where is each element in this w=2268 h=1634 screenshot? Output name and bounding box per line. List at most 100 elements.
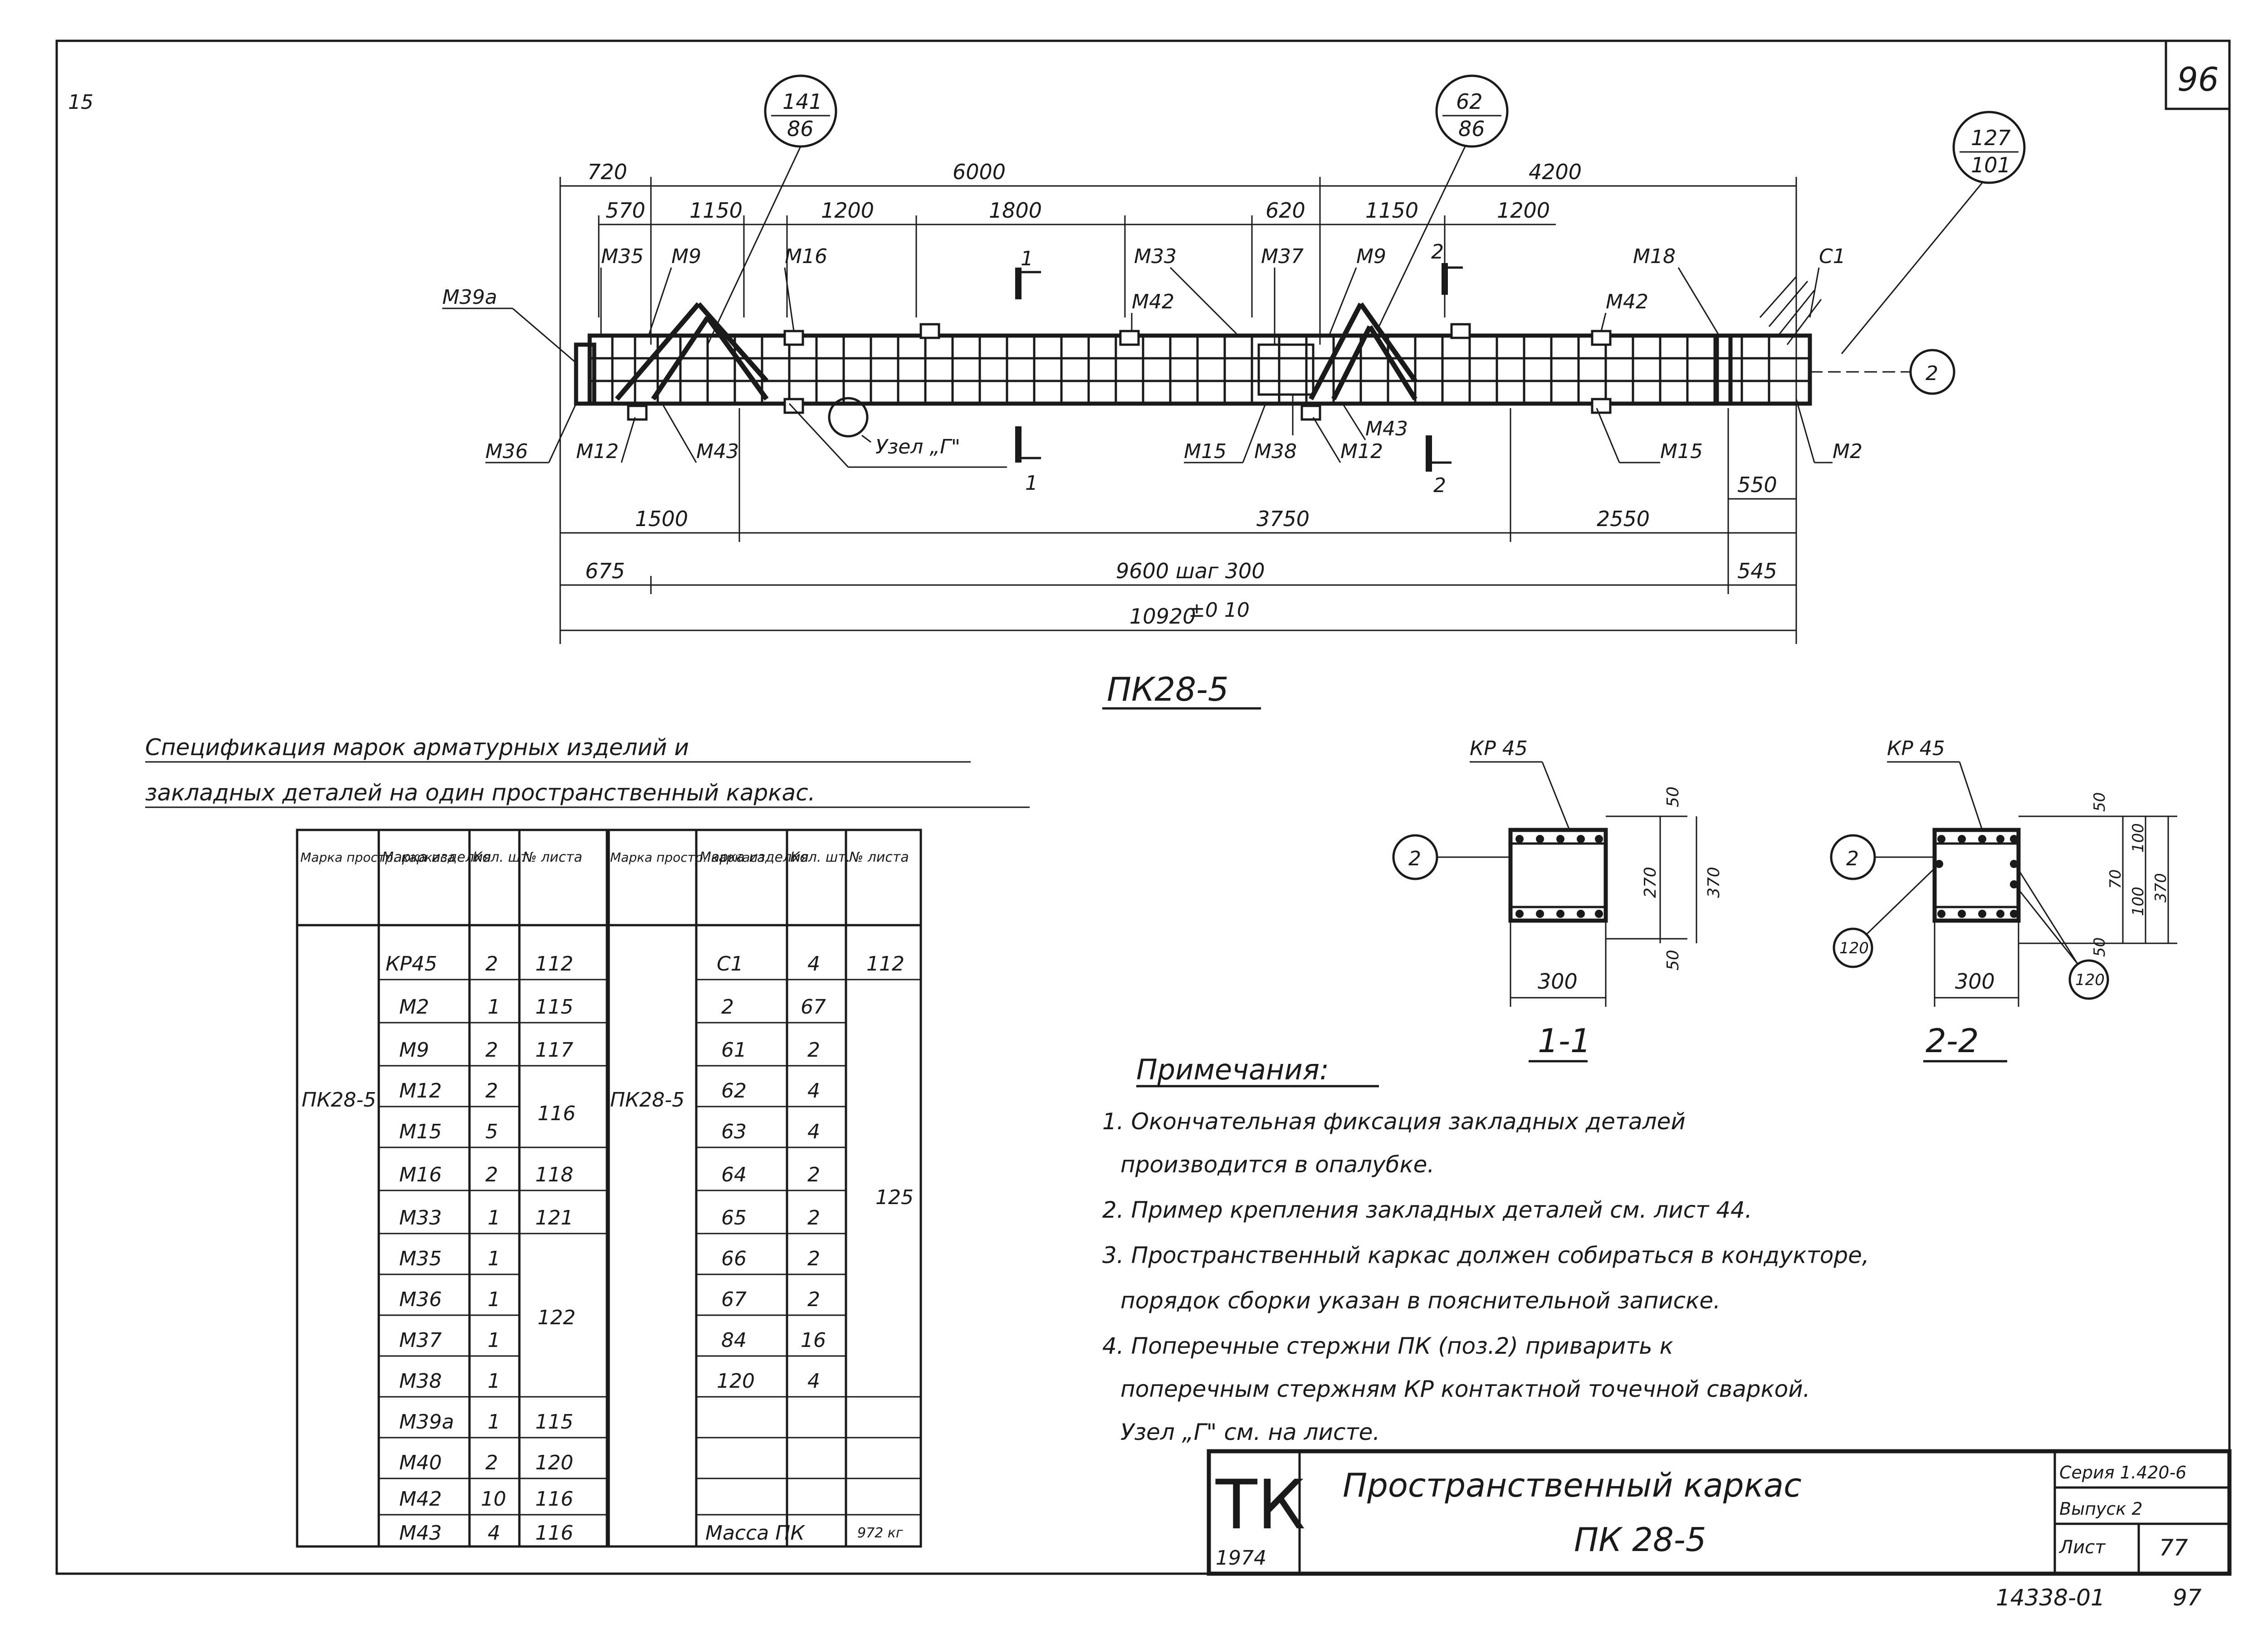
svg-text:М16: М16 bbox=[399, 1163, 442, 1186]
ref-circle bbox=[1909, 349, 1955, 395]
section-mark: 1 1 bbox=[1015, 247, 1041, 495]
plan-view: 720 6000 4200 570 1150 1200 1800 620 115… bbox=[442, 74, 2026, 710]
dim-text: 620 bbox=[1266, 198, 1305, 223]
svg-text:101: 101 bbox=[1971, 153, 2011, 177]
note-line: 1. Окончательная фиксация закладных дета… bbox=[1102, 1108, 1686, 1135]
part-label: М15 bbox=[1184, 440, 1227, 463]
dim-text: 1200 bbox=[821, 198, 874, 223]
end-plate-left bbox=[574, 342, 596, 406]
note-line: 3. Пространственный каркас должен собира… bbox=[1102, 1242, 1869, 1268]
svg-text:50: 50 bbox=[1664, 786, 1682, 807]
section-width: 300 bbox=[1538, 969, 1578, 994]
svg-text:2: 2 bbox=[1433, 474, 1446, 497]
svg-text:1: 1 bbox=[488, 995, 500, 1019]
svg-text:118: 118 bbox=[535, 1163, 573, 1186]
svg-text:2: 2 bbox=[807, 1247, 820, 1270]
callout-circle: 62 86 bbox=[1378, 74, 1509, 327]
dim-text: 4200 bbox=[1529, 160, 1582, 184]
embedded-parts bbox=[627, 323, 1612, 421]
note-line: производится в опалубке. bbox=[1120, 1151, 1434, 1178]
svg-text:62: 62 bbox=[721, 1079, 747, 1102]
page-number-box bbox=[2165, 39, 2231, 110]
note-line: 4. Поперечные стержни ПК (поз.2) привари… bbox=[1102, 1333, 1673, 1359]
svg-text:1: 1 bbox=[488, 1329, 500, 1352]
spec-table: Спецификация марок арматурных изделий и … bbox=[145, 734, 1030, 1548]
diagonal-bars bbox=[615, 302, 1418, 401]
dim-text: 550 bbox=[1737, 473, 1777, 497]
note-line: поперечным стержням КР контактной точечн… bbox=[1120, 1376, 1810, 1402]
title-block: ТК 1974 Пространственный каркас ПК 28-5 … bbox=[1207, 1449, 2232, 1576]
page-number: 96 bbox=[2177, 60, 2219, 98]
svg-text:2: 2 bbox=[485, 1039, 498, 1062]
svg-text:Кол. шт.: Кол. шт. bbox=[473, 849, 533, 865]
svg-text:Марка простр. каркаса: Марка простр. каркаса bbox=[610, 850, 765, 865]
spec-right-rows: С1 4 112 2 67 61 2 62 4 63 4 64 2 65 2 6… bbox=[696, 952, 921, 1545]
section-ref-circle-number: 120 bbox=[1839, 939, 1869, 957]
svg-text:65: 65 bbox=[721, 1206, 747, 1229]
svg-text:127: 127 bbox=[1971, 126, 2011, 150]
section-2-2: КР 45 2 120 120 50 100 70 100 50 3 bbox=[1830, 737, 2177, 1063]
end-hatching bbox=[1759, 276, 1822, 345]
svg-text:Кол. шт.: Кол. шт. bbox=[790, 849, 850, 865]
svg-text:М43: М43 bbox=[399, 1522, 442, 1545]
stamp-title2: ПК 28-5 bbox=[1574, 1521, 1706, 1559]
stamp-sheet-label: Лист bbox=[2058, 1537, 2106, 1558]
svg-text:50: 50 bbox=[1664, 950, 1682, 971]
frame-mark-right: ПК28-5 bbox=[610, 1088, 684, 1112]
end-plate-right bbox=[1715, 333, 1733, 406]
svg-text:М15: М15 bbox=[399, 1120, 442, 1143]
section-ref-circle-number: 2 bbox=[1408, 847, 1421, 870]
part-label: М39а bbox=[442, 286, 497, 309]
svg-text:370: 370 bbox=[2152, 873, 2170, 902]
svg-text:117: 117 bbox=[535, 1039, 573, 1062]
part-label: М18 bbox=[1633, 245, 1676, 268]
svg-text:116: 116 bbox=[538, 1102, 576, 1125]
part-label: М37 bbox=[1261, 245, 1304, 268]
spec-mass-label: Масса ПК bbox=[705, 1522, 805, 1545]
svg-text:370: 370 bbox=[1705, 867, 1723, 898]
part-label: М42 bbox=[1606, 290, 1648, 313]
part-label: М43 bbox=[1365, 417, 1408, 440]
svg-text:КР45: КР45 bbox=[386, 952, 437, 976]
section-1-1: КР 45 2 50 270 50 370 300 1-1 bbox=[1392, 737, 1723, 1063]
svg-text:4: 4 bbox=[488, 1522, 500, 1545]
svg-text:М2: М2 bbox=[399, 995, 429, 1019]
notes-block: Примечания: 1. Окончательная фиксация за… bbox=[1102, 1053, 1869, 1445]
svg-text:116: 116 bbox=[535, 1488, 573, 1511]
sheet-frame bbox=[55, 39, 2231, 1575]
stamp-sheet-value: 77 bbox=[2159, 1535, 2188, 1561]
svg-text:62: 62 bbox=[1456, 89, 1483, 114]
svg-text:2: 2 bbox=[485, 1163, 498, 1186]
svg-text:116: 116 bbox=[535, 1522, 573, 1545]
svg-text:66: 66 bbox=[721, 1247, 747, 1270]
svg-text:М37: М37 bbox=[399, 1329, 442, 1352]
svg-text:1: 1 bbox=[488, 1247, 500, 1270]
dim-text: 2550 bbox=[1597, 507, 1650, 531]
svg-text:10: 10 bbox=[481, 1488, 506, 1511]
svg-text:М39а: М39а bbox=[399, 1410, 454, 1434]
svg-text:70: 70 bbox=[2107, 869, 2125, 889]
svg-text:4: 4 bbox=[807, 1120, 820, 1143]
svg-text:Марка простр. каркаса: Марка простр. каркаса bbox=[300, 850, 455, 865]
svg-text:50: 50 bbox=[2091, 937, 2109, 957]
drawing-title: ПК28-5 bbox=[1107, 670, 1229, 708]
part-label: М12 bbox=[1340, 440, 1383, 463]
svg-text:86: 86 bbox=[787, 117, 814, 141]
svg-text:1: 1 bbox=[488, 1288, 500, 1311]
dim-text: 570 bbox=[606, 198, 645, 223]
svg-text:2: 2 bbox=[1431, 240, 1444, 263]
ref-circle-number: 2 bbox=[1926, 362, 1938, 385]
svg-text:2: 2 bbox=[485, 1451, 498, 1474]
cage-outline bbox=[587, 333, 1812, 406]
svg-text:М40: М40 bbox=[399, 1451, 442, 1474]
svg-text:№ листа: № листа bbox=[522, 849, 582, 865]
stamp-issue: Выпуск 2 bbox=[2059, 1499, 2143, 1519]
part-label: М38 bbox=[1254, 440, 1297, 463]
section-kr-label: КР 45 bbox=[1470, 737, 1528, 760]
svg-text:100: 100 bbox=[2129, 823, 2147, 853]
note-line: Узел „Г" см. на листе. bbox=[1120, 1419, 1380, 1445]
part-label: М42 bbox=[1132, 290, 1174, 313]
svg-text:121: 121 bbox=[535, 1206, 573, 1229]
svg-text:Марка изделия: Марка изделия bbox=[699, 849, 809, 865]
